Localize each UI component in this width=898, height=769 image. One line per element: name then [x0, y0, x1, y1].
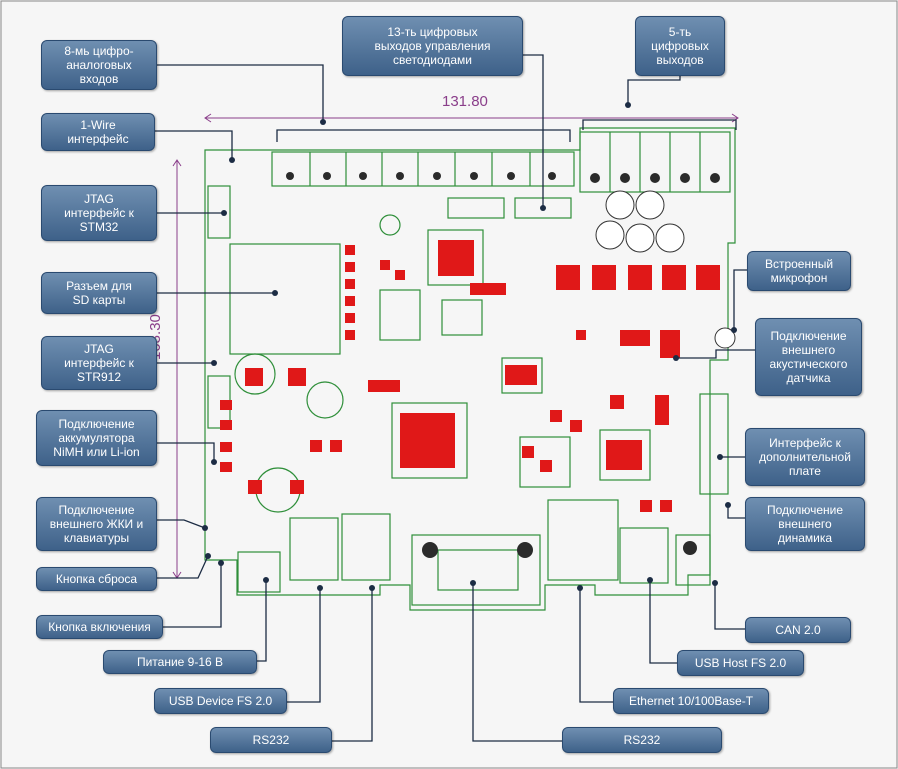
label-rs232-left: RS232	[210, 727, 332, 753]
label-sd-card: Разъем для SD карты	[41, 272, 157, 314]
label-battery: Подключение аккумулятора NiMH или Li-ion	[36, 410, 157, 466]
width-dimension: 131.80	[442, 93, 488, 110]
label-reset-button: Кнопка сброса	[36, 567, 157, 591]
label-microphone: Встроенный микрофон	[747, 251, 851, 291]
components	[220, 240, 720, 512]
label-usb-device: USB Device FS 2.0	[154, 688, 287, 714]
label-led-outputs: 13-ть цифровых выходов управления светод…	[342, 16, 523, 76]
label-jtag-str912: JTAG интерфейс к STR912	[41, 336, 157, 390]
dimension-lines	[172, 113, 739, 579]
label-acoustic-sensor: Подключение внешнего акустического датчи…	[755, 318, 862, 396]
label-ethernet: Ethernet 10/100Base-T	[613, 688, 769, 714]
label-usb-host: USB Host FS 2.0	[677, 650, 804, 676]
label-jtag-stm32: JTAG интерфейс к STM32	[41, 185, 157, 241]
label-lcd-keyboard: Подключение внешнего ЖКИ и клавиатуры	[36, 497, 157, 551]
label-can: CAN 2.0	[745, 617, 851, 643]
label-extension-board: Интерфейс к дополнительной плате	[745, 428, 865, 486]
pcb-outline	[204, 127, 736, 611]
leader-dots	[202, 102, 737, 591]
label-digital-outputs: 5-ть цифровых выходов	[635, 16, 725, 76]
label-power-supply: Питание 9-16 В	[103, 650, 257, 674]
label-speaker: Подключение внешнего динамика	[745, 497, 865, 551]
terminal-pins	[286, 172, 736, 558]
label-one-wire: 1-Wire интерфейс	[41, 113, 155, 151]
label-dac-inputs: 8-мь цифро- аналоговых входов	[41, 40, 157, 90]
label-power-button: Кнопка включения	[36, 615, 163, 639]
label-rs232-right: RS232	[562, 727, 722, 753]
